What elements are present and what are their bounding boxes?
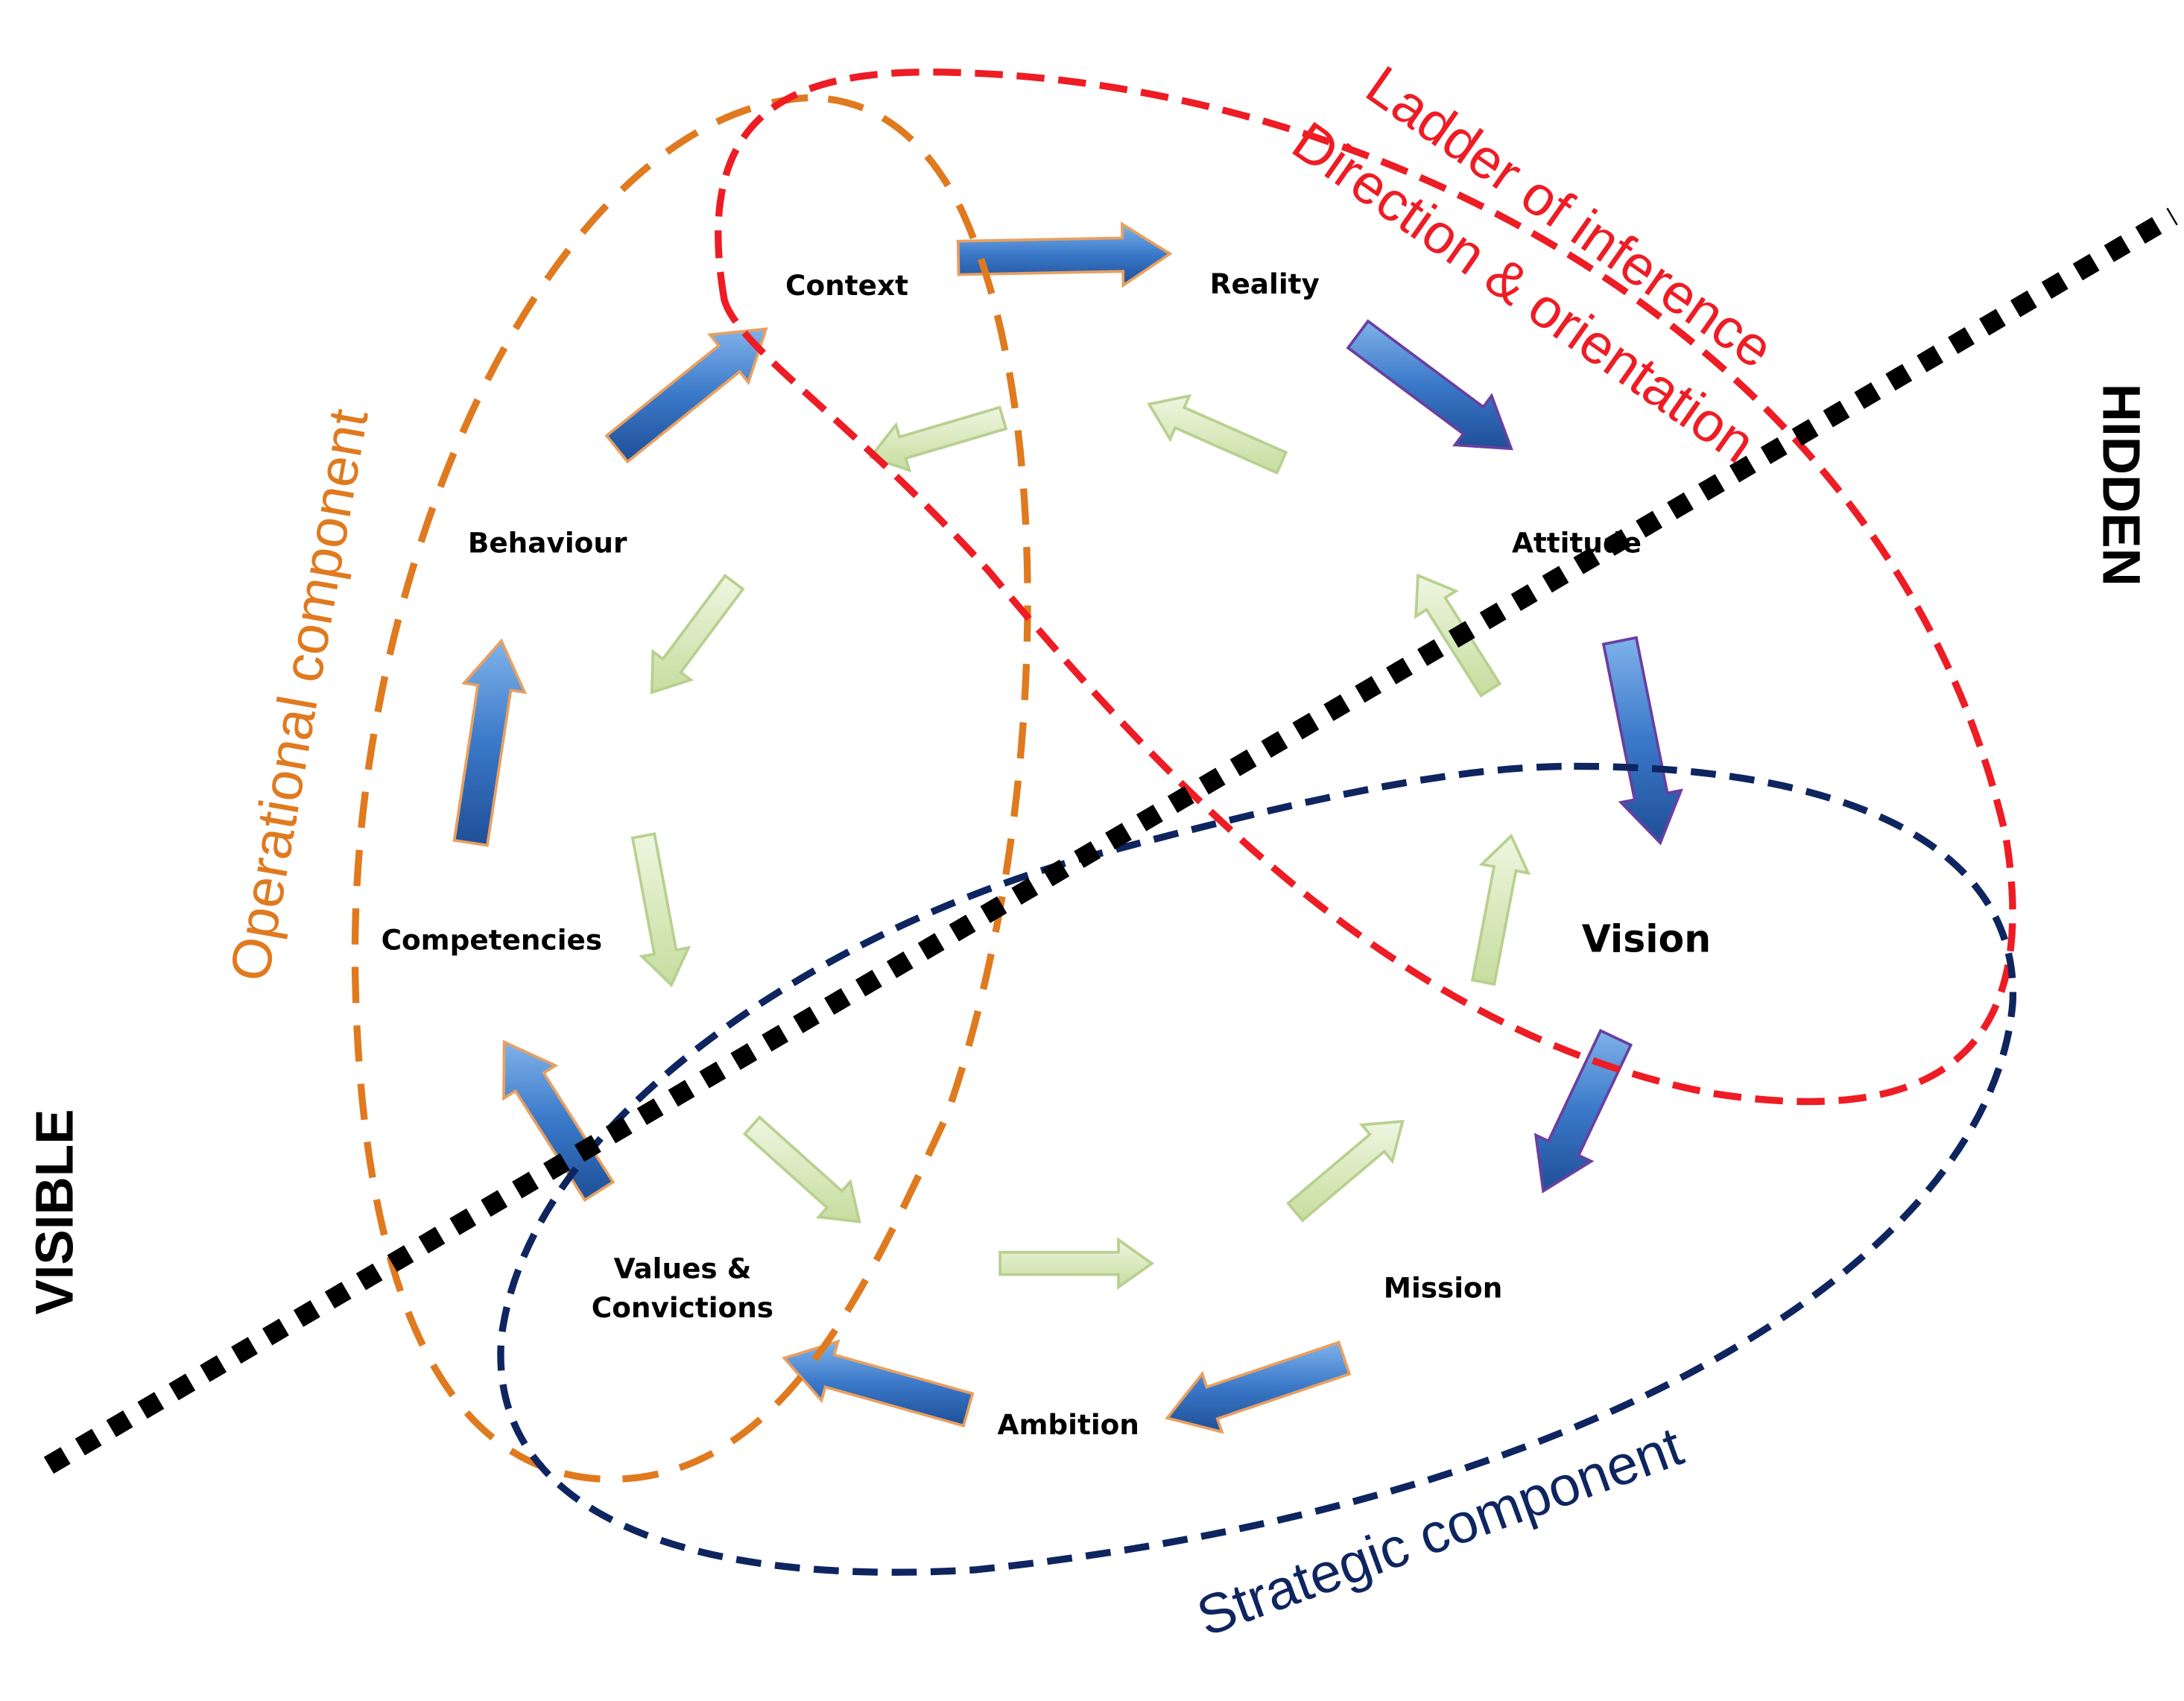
node-competencies: Competencies <box>382 923 603 956</box>
label-visible: VISIBLE <box>25 1109 84 1314</box>
label-hidden: HIDDEN <box>2092 384 2150 586</box>
inner-green-arrows <box>630 393 1531 1290</box>
green-arrow-icon <box>630 832 691 988</box>
node-ambition: Ambition <box>998 1408 1139 1441</box>
green-arrow-icon <box>998 1237 1155 1290</box>
blue-arrow-icon <box>956 221 1173 288</box>
visible-hidden-divider <box>43 207 2178 1474</box>
node-mission: Mission <box>1384 1272 1503 1305</box>
outer-blue-arrows <box>452 221 1684 1434</box>
ladder-of-inference-boundary <box>715 69 2016 1106</box>
node-behaviour: Behaviour <box>468 527 627 560</box>
label-strategic-component: Strategic component <box>1189 1414 1691 1648</box>
blue-arrow-icon <box>452 638 528 847</box>
green-arrow-icon <box>742 1115 861 1223</box>
green-arrow-icon <box>1286 1119 1405 1223</box>
green-arrow-icon <box>868 405 1008 473</box>
node-attitude: Attitude <box>1512 527 1642 560</box>
operational-component-boundary <box>351 94 1031 1483</box>
green-arrow-icon <box>1470 833 1531 986</box>
green-arrow-icon <box>650 574 745 694</box>
blue-arrow-icon <box>1346 319 1513 451</box>
blue-arrow-icon <box>604 327 768 464</box>
label-operational-component: Operational component <box>218 405 380 986</box>
node-context: Context <box>785 269 908 302</box>
node-values-line1: Values & <box>614 1252 752 1285</box>
node-values-line2: Convictions <box>592 1291 773 1324</box>
blue-arrow-icon <box>1165 1340 1352 1434</box>
blue-arrow-icon <box>1533 1028 1633 1194</box>
strategic-component-boundary <box>497 762 2017 1576</box>
node-reality: Reality <box>1210 267 1320 300</box>
green-arrow-icon <box>1147 393 1288 475</box>
blue-arrow-icon <box>782 1339 975 1428</box>
node-vision: Vision <box>1582 916 1711 960</box>
blue-arrow-icon <box>1601 636 1684 846</box>
